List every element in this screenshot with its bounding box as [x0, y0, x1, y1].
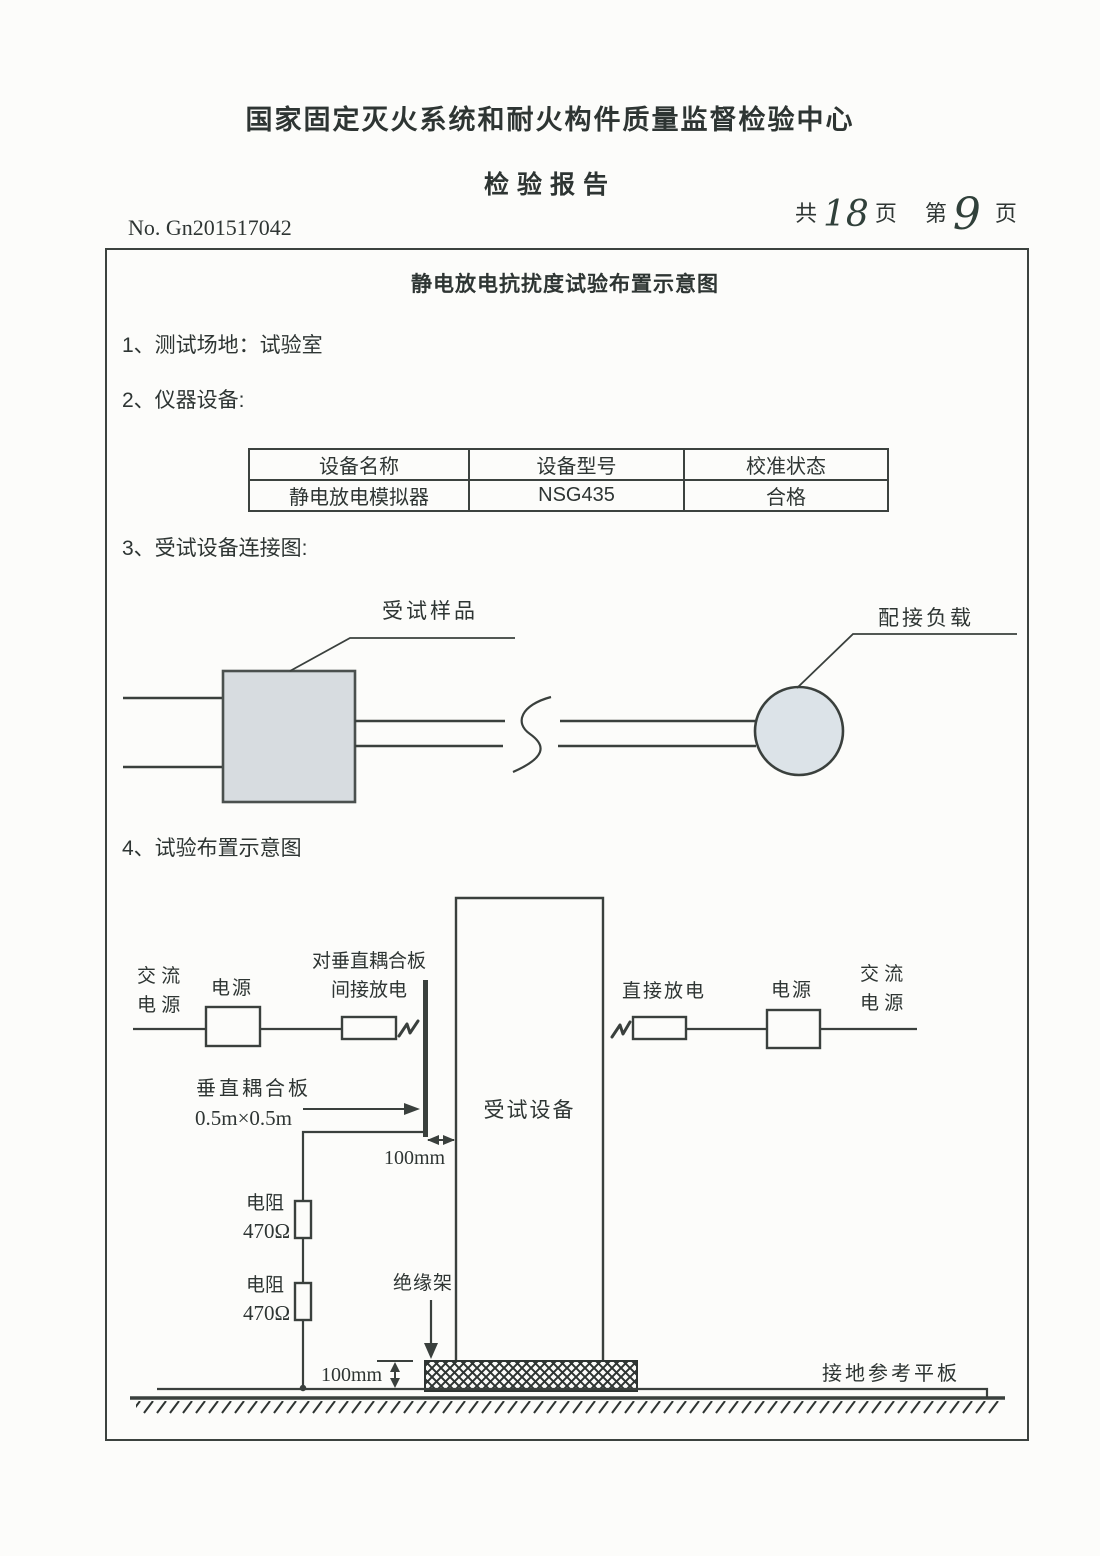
ac-right-line2: 电 源 — [860, 993, 904, 1015]
resistor2-name: 电阻 — [246, 1275, 285, 1296]
diagram-title: 静电放电抗扰度试验布置示意图 — [411, 273, 719, 296]
col-header-device-name: 设备名称 — [248, 448, 470, 481]
indirect-line2: 间接放电 — [330, 980, 407, 1002]
pages-total-unit: 页 — [874, 200, 897, 226]
pages-current-value: 9 — [952, 189, 981, 240]
coupling-plate-size: 0.5m×0.5m — [195, 1106, 293, 1130]
pages-total-prefix: 共 — [795, 200, 818, 226]
discharge-symbol-left — [397, 1019, 420, 1038]
junction-dot — [299, 1384, 307, 1392]
org-title: 国家固定灭火系统和耐火构件质量监督检验中心 — [245, 105, 855, 135]
matching-load-circle — [753, 685, 845, 777]
resistor2-value: 470Ω — [243, 1301, 291, 1325]
equipment-table-header-row: 设备名称 设备型号 校准状态 — [248, 448, 889, 481]
resistor1-value: 470Ω — [243, 1219, 291, 1243]
gap-arrow-right-head — [443, 1135, 455, 1145]
indirect-line1: 对垂直耦合板 — [311, 951, 426, 972]
vcp-arrow-head — [404, 1103, 420, 1115]
indirect-discharge-label: 对垂直耦合板 间接放电 — [295, 947, 443, 1006]
ac-left-line1: 交 流 — [137, 966, 181, 987]
discharge-symbol-right — [610, 1020, 632, 1039]
report-title: 检验报告 — [483, 171, 616, 199]
sample-pointer-line — [289, 637, 515, 672]
eut-box — [454, 896, 605, 1361]
cell-device-name: 静电放电模拟器 — [248, 479, 470, 512]
page-counter: 共 18 页 第 9 页 — [795, 189, 1017, 240]
equipment-table: 设备名称 设备型号 校准状态 静电放电模拟器 NSG435 合格 — [248, 448, 889, 512]
resistor-2 — [293, 1281, 313, 1322]
load-pointer-line — [796, 633, 1017, 689]
cable-break-symbol — [512, 695, 552, 774]
power-right-label: 电源 — [771, 980, 814, 1001]
power-box-left — [204, 1005, 262, 1048]
col-header-device-model: 设备型号 — [468, 448, 685, 481]
direct-discharge-label: 直接放电 — [622, 981, 707, 1002]
layout-diagram — [130, 896, 1005, 1414]
insulator-arrow-head — [424, 1343, 438, 1359]
ac-source-left-label: 交 流 电 源 — [137, 962, 180, 1021]
ac-source-right-label: 交 流 电 源 — [860, 960, 903, 1019]
connection-diagram — [123, 633, 1017, 804]
ac-right-line1: 交 流 — [860, 964, 904, 985]
item-test-site: 1、测试场地：试验室 — [122, 334, 323, 357]
discharge-gun-right — [631, 1015, 688, 1041]
discharge-gun-left — [340, 1015, 398, 1041]
height-100mm-label: 100mm — [321, 1364, 383, 1386]
col-header-calibration: 校准状态 — [683, 448, 889, 481]
ground-plane-label: 接地参考平板 — [822, 1363, 960, 1385]
item-instruments: 2、仪器设备: — [122, 389, 245, 412]
equipment-table-row: 静电放电模拟器 NSG435 合格 — [248, 479, 889, 512]
coupling-plate-name: 垂直耦合板 — [196, 1078, 311, 1100]
pages-total-value: 18 — [823, 193, 869, 235]
height-arrow-bottom-head — [390, 1378, 400, 1388]
height-arrow-top-head — [390, 1362, 400, 1372]
resistor1-name: 电阻 — [246, 1193, 285, 1214]
ground-hatching — [136, 1401, 1000, 1414]
pages-current-unit: 页 — [994, 200, 1017, 226]
test-sample-box — [221, 669, 357, 804]
report-content-frame — [105, 248, 1029, 1441]
item-layout-diagram: 4、试验布置示意图 — [122, 837, 302, 860]
cell-calibration: 合格 — [683, 479, 889, 512]
gap-100mm-label: 100mm — [384, 1147, 446, 1169]
eut-label: 受试设备 — [483, 1099, 576, 1122]
insulator-label: 绝缘架 — [393, 1273, 454, 1294]
insulating-support — [424, 1360, 638, 1392]
pages-current-prefix: 第 — [924, 200, 947, 226]
cell-device-model: NSG435 — [468, 479, 685, 512]
item-connection-diagram: 3、受试设备连接图: — [122, 537, 308, 560]
ac-left-line2: 电 源 — [137, 995, 181, 1017]
resistor-1 — [293, 1199, 313, 1240]
ground-reference-plate — [157, 1387, 989, 1397]
load-label: 配接负载 — [878, 607, 974, 630]
gap-arrow-left-head — [427, 1135, 439, 1145]
power-left-label: 电源 — [211, 978, 254, 999]
sample-label: 受试样品 — [382, 600, 478, 623]
power-box-right — [765, 1008, 822, 1050]
report-number: No. Gn201517042 — [128, 215, 292, 240]
